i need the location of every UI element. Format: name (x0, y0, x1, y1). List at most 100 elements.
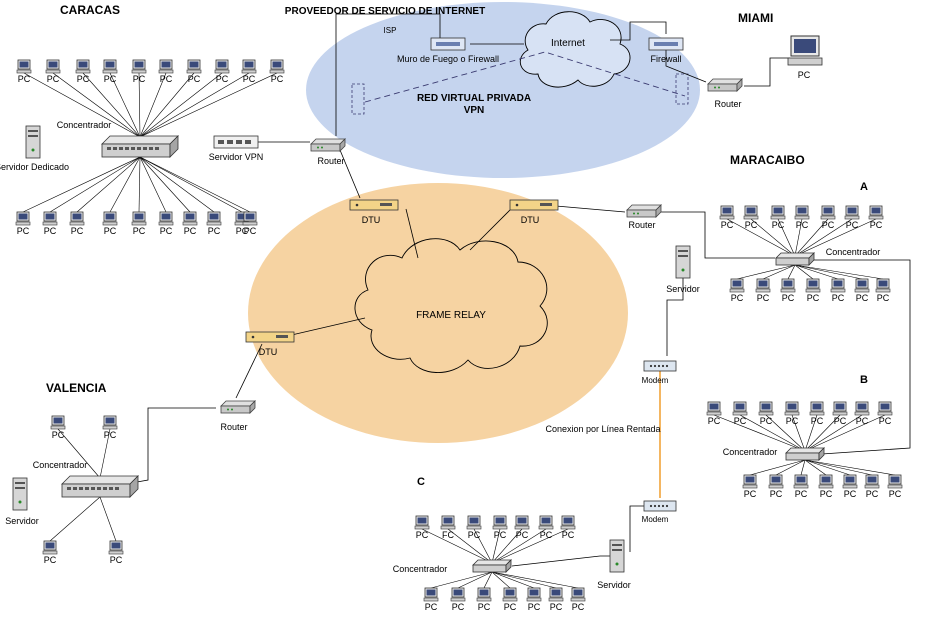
maracaibo-b-pc-top[interactable] (832, 401, 848, 416)
dtu-valencia[interactable] (245, 331, 295, 343)
maracaibo-b-pc-bottom[interactable] (842, 474, 858, 489)
maracaibo-a-pc-bottom[interactable] (854, 278, 870, 293)
maracaibo-b-pc-bottom[interactable] (742, 474, 758, 489)
isp-firewall[interactable] (430, 37, 466, 51)
c-pc-bottom[interactable] (526, 587, 542, 602)
server-c[interactable] (609, 539, 625, 573)
pc-link (76, 156, 141, 213)
maracaibo-a-pc-top[interactable] (844, 205, 860, 220)
maracaibo-b-pc-top[interactable] (706, 401, 722, 416)
valencia-pc-bottom[interactable] (108, 540, 124, 555)
caracas-pc-top[interactable] (269, 59, 285, 74)
caracas-router[interactable] (310, 138, 346, 152)
maracaibo-concentrator-b[interactable] (785, 447, 825, 461)
c-pc-top[interactable] (492, 515, 508, 530)
miami-firewall[interactable] (648, 37, 684, 51)
c-pc-top[interactable] (538, 515, 554, 530)
caracas-pc-bottom[interactable] (131, 211, 147, 226)
miami-router[interactable] (707, 78, 743, 92)
c-pc-bottom[interactable] (423, 587, 439, 602)
c-pc-bottom[interactable] (548, 587, 564, 602)
maracaibo-b-pc-top[interactable] (809, 401, 825, 416)
vpn-title: RED VIRTUAL PRIVADA (417, 93, 531, 104)
caracas-pc-top[interactable] (158, 59, 174, 74)
caracas-pc-top[interactable] (214, 59, 230, 74)
maracaibo-a-pc-bottom[interactable] (805, 278, 821, 293)
maracaibo-a-pc-bottom[interactable] (729, 278, 745, 293)
maracaibo-b-pc-bottom[interactable] (887, 474, 903, 489)
c-pc-bottom[interactable] (476, 587, 492, 602)
maracaibo-a-pc-top[interactable] (794, 205, 810, 220)
maracaibo-a-pc-top[interactable] (820, 205, 836, 220)
maracaibo-a-pc-bottom[interactable] (875, 278, 891, 293)
dtu-caracas[interactable] (349, 199, 399, 211)
caracas-pc-bottom[interactable] (69, 211, 85, 226)
valencia-pc-bottom[interactable] (42, 540, 58, 555)
maracaibo-a-pc-bottom[interactable] (780, 278, 796, 293)
caracas-pc-bottom-label: PC (133, 226, 146, 236)
maracaibo-a-pc-bottom[interactable] (755, 278, 771, 293)
caracas-pc-top[interactable] (75, 59, 91, 74)
c-pc-top-label: PC (540, 530, 553, 540)
modem-top[interactable] (643, 360, 677, 372)
miami-pc[interactable] (787, 35, 823, 66)
c-pc-top[interactable] (414, 515, 430, 530)
maracaibo-b-pc-bottom-label: PC (889, 489, 902, 499)
pc-link (491, 571, 579, 589)
maracaibo-router[interactable] (626, 204, 662, 218)
modem-bottom[interactable] (643, 500, 677, 512)
caracas-concentrator[interactable] (101, 135, 179, 158)
caracas-pc-top[interactable] (16, 59, 32, 74)
valencia-pc-top[interactable] (50, 415, 66, 430)
c-pc-bottom[interactable] (450, 587, 466, 602)
valencia-concentrator[interactable] (61, 475, 139, 498)
maracaibo-a-pc-bottom-label: PC (877, 293, 890, 303)
maracaibo-b-pc-bottom[interactable] (818, 474, 834, 489)
caracas-pc-top[interactable] (45, 59, 61, 74)
c-pc-top[interactable] (440, 515, 456, 530)
caracas-pc-bottom[interactable] (42, 211, 58, 226)
maracaibo-concentrator-a[interactable] (775, 252, 815, 266)
c-pc-bottom[interactable] (570, 587, 586, 602)
maracaibo-a-pc-top[interactable] (868, 205, 884, 220)
caracas-pc-bottom[interactable] (15, 211, 31, 226)
c-pc-top[interactable] (466, 515, 482, 530)
valencia-pc-top-label: PC (104, 430, 117, 440)
caracas-pc-bottom[interactable] (182, 211, 198, 226)
maracaibo-b-pc-top[interactable] (758, 401, 774, 416)
caracas-pc-bottom[interactable] (242, 211, 258, 226)
valencia-server[interactable] (12, 477, 28, 511)
c-pc-bottom[interactable] (502, 587, 518, 602)
maracaibo-b-pc-bottom[interactable] (768, 474, 784, 489)
maracaibo-b-pc-top[interactable] (732, 401, 748, 416)
maracaibo-a-pc-bottom[interactable] (830, 278, 846, 293)
c-pc-top[interactable] (560, 515, 576, 530)
caracas-vpn-server-label: Servidor VPN (209, 152, 264, 162)
dtu-maracaibo[interactable] (509, 199, 559, 211)
caracas-server[interactable] (25, 125, 41, 159)
caracas-pc-top[interactable] (186, 59, 202, 74)
pc-link (794, 264, 814, 280)
caracas-pc-bottom[interactable] (102, 211, 118, 226)
maracaibo-a-pc-top[interactable] (719, 205, 735, 220)
maracaibo-b-pc-top[interactable] (877, 401, 893, 416)
maracaibo-b-pc-top[interactable] (784, 401, 800, 416)
caracas-pc-top[interactable] (131, 59, 147, 74)
pc-link (139, 156, 243, 213)
maracaibo-a-pc-top[interactable] (743, 205, 759, 220)
caracas-pc-bottom[interactable] (206, 211, 222, 226)
concentrator-c[interactable] (472, 559, 512, 573)
maracaibo-b-pc-bottom[interactable] (793, 474, 809, 489)
maracaibo-b-pc-bottom[interactable] (864, 474, 880, 489)
valencia-pc-top[interactable] (102, 415, 118, 430)
leased-line-label: Conexion por Línea Rentada (545, 424, 660, 434)
maracaibo-a-pc-top[interactable] (770, 205, 786, 220)
c-pc-top[interactable] (514, 515, 530, 530)
caracas-pc-top[interactable] (102, 59, 118, 74)
caracas-vpn-server[interactable] (213, 135, 259, 149)
maracaibo-b-pc-top[interactable] (854, 401, 870, 416)
caracas-pc-top[interactable] (241, 59, 257, 74)
caracas-pc-bottom[interactable] (158, 211, 174, 226)
maracaibo-server[interactable] (675, 245, 691, 279)
valencia-router[interactable] (220, 400, 256, 414)
